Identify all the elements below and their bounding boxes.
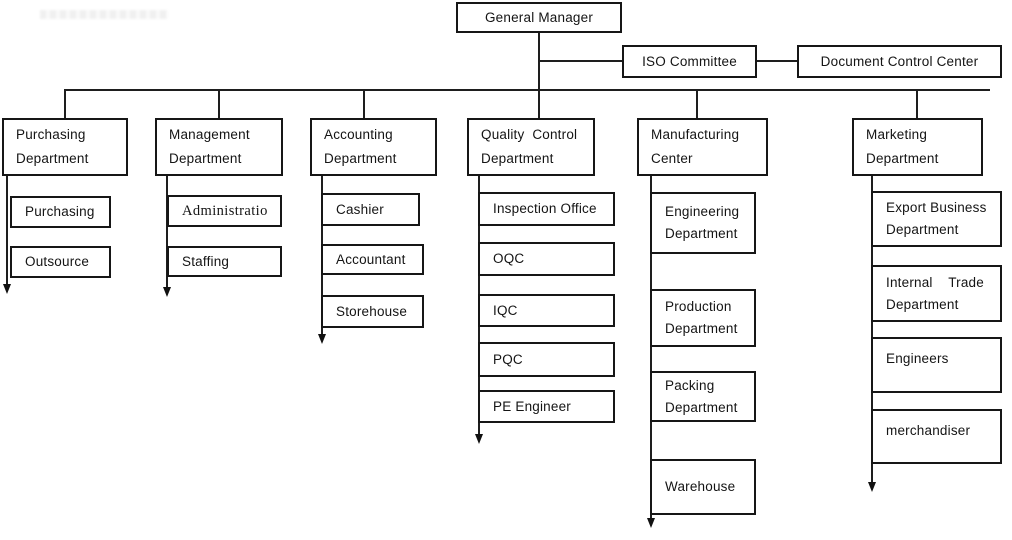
connector-trunk-purchasing [6,176,8,284]
org-box-inspection-office: Inspection Office [478,192,615,226]
dept-label-line: Department [481,151,554,166]
box-label: Purchasing [25,204,95,219]
box-label: merchandiser [886,423,971,438]
box-label: Department [665,226,738,241]
org-box-packing-department: Packing Department [650,371,756,422]
box-label: IQC [493,302,518,318]
box-label: Packing [665,377,715,393]
org-box-pe-engineer: PE Engineer [478,390,615,423]
box-label: Engineers [886,351,949,366]
down-arrow-icon [474,434,483,444]
connector-drop-manufacturing [696,89,698,118]
org-box-production-department: Production Department [650,289,756,347]
org-box-document-control-center: Document Control Center [797,45,1002,78]
org-box-merchandiser: merchandiser [871,409,1002,464]
dept-box-accounting: Accounting Department [310,118,437,176]
org-box-general-manager: General Manager [456,2,622,33]
box-label: Storehouse [336,303,408,319]
box-label: Inspection Office [493,201,597,216]
dept-box-management: Management Department [155,118,283,176]
dept-label-line: Center [651,151,693,166]
box-label: ISO Committee [642,54,737,69]
dept-label-line: Department [866,151,939,166]
connector-gm-trunk [538,33,540,118]
connector-main-horizontal [64,89,990,91]
dept-label-line: Accounting [324,127,393,142]
org-box-cashier: Cashier [321,193,420,226]
org-box-staffing: Staffing [167,246,282,277]
org-box-oqc: OQC [478,242,615,276]
box-label: Production [665,299,732,314]
box-label: Accountant [336,251,406,267]
connector-drop-management [218,89,220,118]
box-label: Department [886,296,959,312]
down-arrow-icon [162,287,171,297]
connector-drop-marketing [916,89,918,118]
dept-label-line: Purchasing [16,127,86,142]
dept-box-marketing: Marketing Department [852,118,983,176]
box-label: Cashier [336,201,384,217]
dept-label-line: Department [324,151,397,166]
connector-drop-accounting [363,89,365,118]
box-label: Warehouse [665,479,736,494]
down-arrow-icon [2,284,11,294]
scan-artifact [40,10,168,19]
org-box-storehouse: Storehouse [321,295,424,328]
org-box-administratio: Administratio [167,195,282,227]
connector-trunk-marketing [871,176,873,482]
box-label: PE Engineer [493,398,571,414]
org-box-internal-trade-department: Internal Trade Department [871,265,1002,322]
org-box-purchasing-sub: Purchasing [10,196,111,228]
box-label: OQC [493,251,525,266]
box-label: PQC [493,351,523,367]
org-box-outsource: Outsource [10,246,111,278]
dept-label-line: Marketing [866,127,928,142]
dept-label-line: Department [16,151,89,166]
connector-trunk-management [166,176,168,287]
connector-dcc-branch [757,60,797,62]
org-box-iqc: IQC [478,294,615,327]
org-box-pqc: PQC [478,342,615,377]
box-label: Department [886,222,959,237]
dept-label-line: Quality Control [481,127,578,142]
org-box-engineering-department: Engineering Department [650,192,756,254]
dept-label-line: Manufacturing [651,127,740,142]
connector-iso-branch [540,60,622,62]
dept-box-manufacturing: Manufacturing Center [637,118,768,176]
box-label: Internal Trade [886,274,984,290]
box-label: Department [665,321,738,336]
down-arrow-icon [317,334,326,344]
down-arrow-icon [646,518,655,528]
box-label: Staffing [182,253,230,269]
dept-box-purchasing: Purchasing Department [2,118,128,176]
org-box-engineers: Engineers [871,337,1002,393]
box-label: Export Business [886,200,987,215]
connector-trunk-manufacturing [650,176,652,518]
box-label: General Manager [484,10,594,25]
box-label: Document Control Center [820,54,979,69]
org-box-export-business-department: Export Business Department [871,191,1002,247]
dept-label-line: Department [169,151,242,166]
box-label: Administratio [182,203,268,219]
org-box-warehouse: Warehouse [650,459,756,515]
dept-label-line: Management [169,127,250,142]
connector-drop-purchasing [64,89,66,118]
dept-box-quality-control: Quality Control Department [467,118,595,176]
box-label: Outsource [25,254,90,269]
box-label: Department [665,399,738,415]
org-box-accountant: Accountant [321,244,424,275]
org-box-iso-committee: ISO Committee [622,45,757,78]
down-arrow-icon [867,482,876,492]
box-label: Engineering [665,204,740,219]
